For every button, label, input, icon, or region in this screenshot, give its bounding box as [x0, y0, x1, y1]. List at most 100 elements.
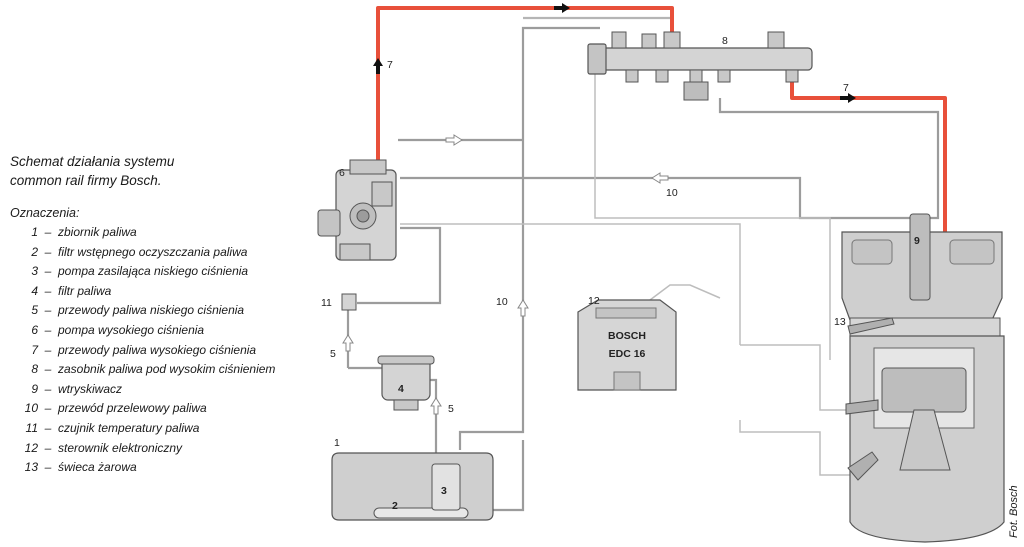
legend-number: 3 — [31, 264, 38, 279]
legend-item-11: 11–czujnik temperatury paliwa — [10, 419, 280, 439]
ecu-wire-to-sensor — [740, 344, 850, 411]
arrow-right-icon — [554, 3, 570, 13]
component-labels: 1 2 3 4 5 5 6 7 7 8 9 10 10 11 12 13 — [321, 35, 920, 512]
label-7a: 7 — [387, 59, 393, 71]
pump-to-rail-line — [376, 6, 674, 160]
arrow-up-icon — [373, 58, 383, 74]
label-8: 8 — [722, 35, 728, 47]
ecu-wire-bottom — [739, 420, 850, 476]
fuel-filter — [377, 355, 435, 411]
arrow-left-icon — [651, 172, 669, 184]
legend-text: sterownik elektroniczny — [58, 440, 183, 455]
label-7b: 7 — [843, 82, 849, 94]
legend-item-13: 13–świeca żarowa — [10, 458, 280, 478]
arrow-up-icon — [342, 334, 354, 352]
arrow-up-icon — [517, 299, 529, 317]
lift-pump — [431, 463, 461, 511]
high-pressure-lines — [376, 6, 947, 232]
label-11: 11 — [321, 297, 332, 309]
legend-number: 4 — [31, 283, 38, 298]
legend-item-2: 2–filtr wstępnego oczyszczania paliwa — [10, 243, 280, 263]
ecu-brand: BOSCH — [608, 330, 646, 342]
fuel-temperature-sensor — [341, 293, 357, 311]
legend-text: przewody paliwa wysokiego ciśnienia — [58, 342, 257, 357]
label-10a: 10 — [666, 187, 678, 199]
legend-number: 6 — [31, 322, 38, 337]
label-9: 9 — [914, 235, 920, 247]
ecu: BOSCH EDC 16 — [577, 299, 677, 391]
legend-item-6: 6–pompa wysokiego ciśnienia — [10, 321, 280, 341]
legend-number: 8 — [31, 362, 38, 377]
tank-to-filter-line — [430, 378, 438, 460]
legend-text: zbiornik paliwa — [58, 225, 137, 239]
legend-text: czujnik temperatury paliwa — [58, 420, 200, 435]
label-5a: 5 — [330, 348, 336, 360]
legend-item-10: 10–przewód przelewowy paliwa — [10, 399, 280, 419]
arrow-up-icon — [430, 397, 442, 415]
ecu-wire-to-glowplug — [594, 60, 831, 360]
label-6: 6 — [339, 167, 345, 179]
high-pressure-pump — [317, 159, 397, 261]
legend-number: 13 — [24, 460, 38, 475]
legend-text: filtr paliwa — [58, 283, 112, 298]
legend-number: 5 — [31, 303, 38, 318]
label-12: 12 — [588, 295, 600, 307]
injector — [909, 213, 931, 301]
legend-text: filtr wstępnego oczyszczania paliwa — [58, 244, 248, 259]
sensor-line — [357, 226, 442, 305]
legend-item-1: 1–zbiornik paliwa — [10, 223, 280, 243]
label-1: 1 — [334, 437, 340, 449]
legend-text: pompa zasilająca niskiego ciśnienia — [58, 264, 249, 279]
legend-number: 7 — [31, 342, 38, 357]
legend-list: 1–zbiornik paliwa 2–filtr wstępnego oczy… — [10, 223, 280, 478]
legend-item-5: 5–przewody paliwa niskiego ciśnienia — [10, 301, 280, 321]
legend-item-4: 4–filtr paliwa — [10, 282, 280, 302]
legend-text: pompa wysokiego ciśnienia — [58, 322, 205, 337]
legend-item-7: 7–przewody paliwa wysokiego ciśnienia — [10, 341, 280, 361]
temperature-sensor — [845, 399, 879, 415]
legend-text: zasobnik paliwa pod wysokim ciśnieniem — [58, 362, 276, 377]
ecu-connector-cable — [649, 284, 721, 301]
crank-sensor — [847, 451, 879, 481]
engine — [841, 213, 1005, 543]
legend-text: przewód przelewowy paliwa — [58, 401, 207, 416]
legend-text: wtryskiwacz — [58, 381, 123, 396]
caption-line-1: Schemat działania systemu — [10, 154, 175, 169]
arrow-right-icon — [445, 134, 463, 146]
piston — [881, 367, 967, 413]
rail-to-injector-line — [790, 72, 947, 232]
legend-item-9: 9–wtryskiwacz — [10, 380, 280, 400]
legend-number: 10 — [24, 401, 38, 416]
legend-text: przewody paliwa niskiego ciśnienia — [58, 303, 245, 318]
legend-heading: Oznaczenia: — [10, 206, 80, 220]
legend-number: 11 — [25, 420, 38, 435]
photo-credit-text: Fot. Bosch — [1008, 485, 1020, 538]
arrow-right-icon — [840, 93, 856, 103]
ecu-model: EDC 16 — [609, 348, 646, 360]
legend-panel: Schemat działania systemu common rail fi… — [10, 152, 280, 478]
fuel-tank — [331, 452, 494, 521]
legend-item-12: 12–sterownik elektroniczny — [10, 439, 280, 459]
label-4: 4 — [398, 383, 404, 395]
photo-credit: Fot. Bosch — [1006, 470, 1022, 540]
injector-leak-line — [718, 98, 940, 220]
legend-text: świeca żarowa — [58, 460, 137, 475]
label-5b: 5 — [448, 403, 454, 415]
glow-plug — [847, 317, 895, 335]
tank-outlet-line — [480, 440, 525, 512]
legend-item-8: 8–zasobnik paliwa pod wysokim ciśnieniem — [10, 360, 280, 380]
injector-return-line — [400, 176, 915, 220]
legend-number: 2 — [31, 244, 38, 259]
caption-line-2: common rail firmy Bosch. — [10, 173, 162, 188]
label-13: 13 — [834, 316, 846, 328]
legend-number: 1 — [31, 225, 38, 239]
ecu-wire-to-pump — [400, 223, 741, 345]
flow-arrows — [342, 3, 856, 415]
label-2: 2 — [392, 500, 398, 512]
label-10b: 10 — [496, 296, 508, 308]
legend-item-3: 3–pompa zasilająca niskiego ciśnienia — [10, 262, 280, 282]
connecting-rod — [899, 409, 951, 471]
fuel-rail — [587, 31, 813, 101]
label-3: 3 — [441, 485, 447, 497]
